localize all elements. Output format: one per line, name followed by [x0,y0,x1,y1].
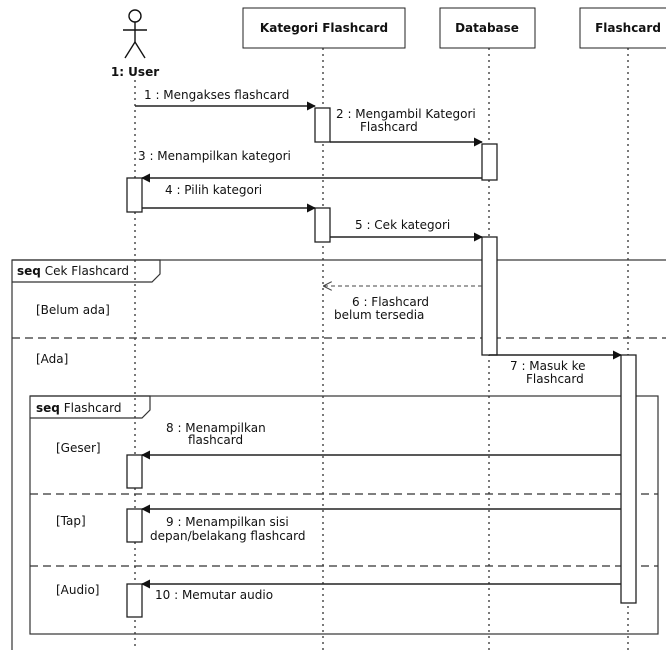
message-label-8: 8 : Menampilkan flashcard [166,421,270,447]
user-actor-icon [123,9,147,59]
fragment-title-flashcard: seq Flashcard [36,401,121,415]
message-label-10: 10 : Memutar audio [155,588,273,602]
guard-belum-ada: [Belum ada] [36,303,110,317]
activation-user-1 [126,177,143,213]
fragment-title-cek-flashcard: seq Cek Flashcard [17,264,129,278]
fragment-tab-cek-flashcard [12,259,161,283]
activation-user-3 [126,508,143,543]
participant-box-kategori-flashcard [242,7,406,49]
guard-geser: [Geser] [56,441,101,455]
activation-kategori-1 [314,107,331,143]
participant-box-flashcard [579,7,666,49]
fragment-frame-cek-flashcard [11,259,666,650]
message-label-3: 3 : Menampilkan kategori [138,149,291,163]
participant-label-kategori-flashcard: Kategori Flashcard [260,21,388,35]
guard-ada: [Ada] [36,352,68,366]
participant-label-flashcard: Flashcard [595,21,661,35]
fragment-tab-flashcard [30,395,151,419]
activation-database-2 [481,236,498,356]
activation-user-2 [126,454,143,489]
guard-audio: [Audio] [56,583,99,597]
message-label-6: 6 : Flashcard belum tersedia [334,295,433,322]
message-label-4: 4 : Pilih kategori [165,183,262,197]
fragment-frame-flashcard [29,395,659,635]
activation-database-1 [481,143,498,181]
participant-label-database: Database [455,21,519,35]
activation-kategori-2 [314,207,331,243]
message-label-9: 9 : Menampilkan sisi depan/belakang flas… [150,515,306,543]
message-label-5: 5 : Cek kategori [355,218,450,232]
participant-box-database [439,7,536,49]
activation-flashcard [620,354,637,604]
actor-label-user: 1: User [111,65,159,79]
message-label-7: 7 : Masuk ke Flashcard [510,359,589,386]
activation-user-4 [126,583,143,618]
message-label-2: 2 : Mengambil Kategori Flashcard [336,107,480,134]
guard-tap: [Tap] [56,514,86,528]
message-label-1: 1 : Mengakses flashcard [144,88,289,102]
